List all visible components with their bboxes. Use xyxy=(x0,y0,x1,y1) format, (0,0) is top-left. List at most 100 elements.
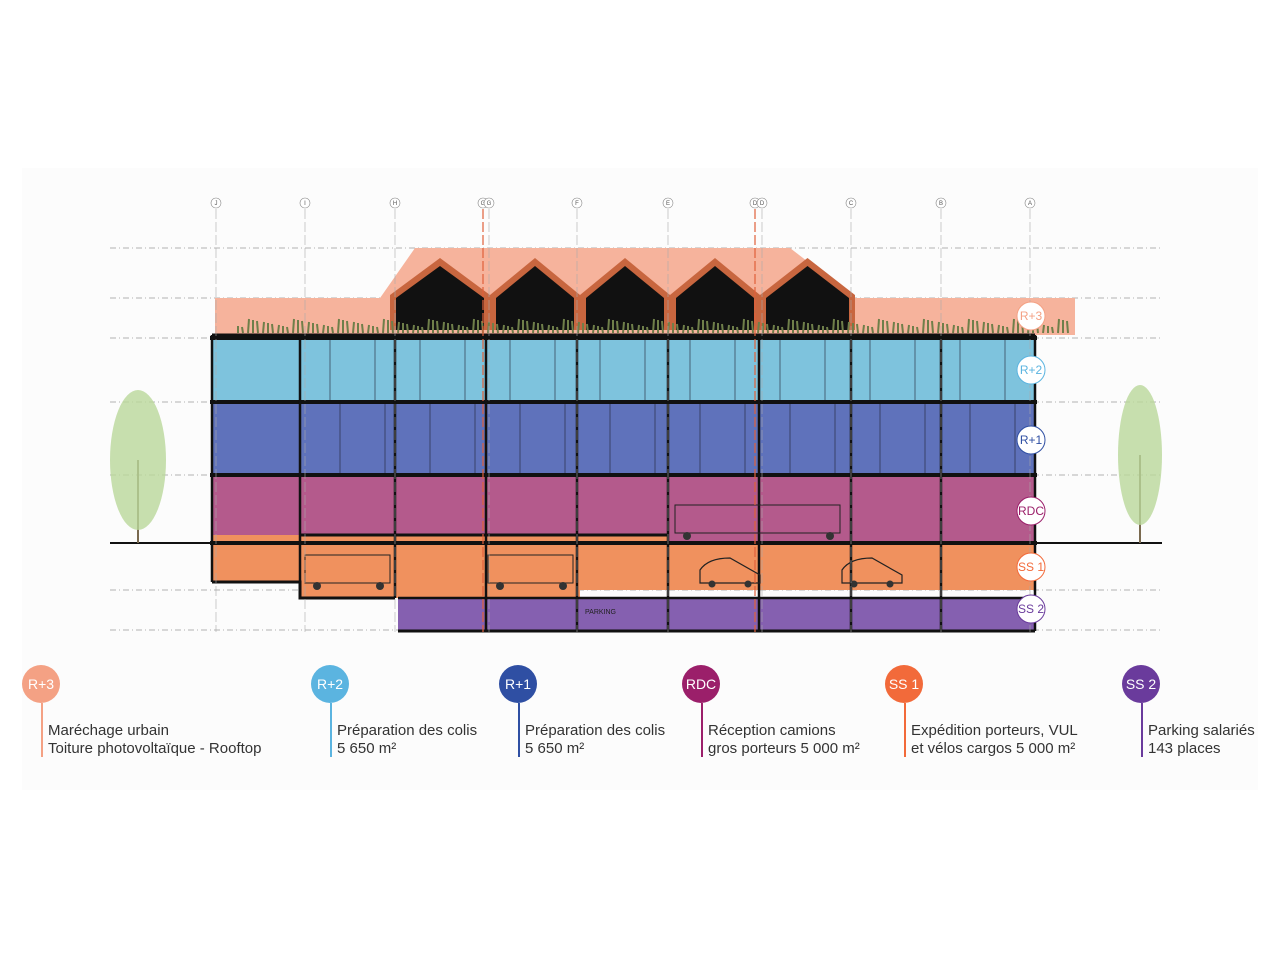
plant xyxy=(787,318,790,334)
legend-connector xyxy=(330,703,332,757)
plant xyxy=(982,321,985,334)
level-marker-label: SS 2 xyxy=(1018,602,1044,616)
plant xyxy=(892,321,895,334)
level-marker xyxy=(1016,552,1046,582)
legend-line-2: 143 places xyxy=(1148,740,1221,757)
gable-interior xyxy=(496,266,574,330)
grid-axis-label: H xyxy=(393,201,397,207)
plant xyxy=(991,323,994,334)
plant xyxy=(526,320,529,334)
grid-axis-label: F xyxy=(575,201,579,207)
plant xyxy=(277,324,280,334)
plant xyxy=(826,326,829,334)
plant xyxy=(517,318,520,334)
gable-interior xyxy=(676,266,754,330)
grid-axis-bubble xyxy=(1024,197,1036,209)
plant xyxy=(592,324,595,334)
slab xyxy=(210,400,1037,404)
legend-line-2: et vélos cargos 5 000 m² xyxy=(911,740,1076,757)
grid-axis-label: G xyxy=(487,201,492,207)
plant xyxy=(496,323,499,334)
plant xyxy=(307,321,310,334)
plant xyxy=(406,323,409,334)
legend-connector xyxy=(41,703,43,757)
plant xyxy=(466,326,469,334)
legend-connector xyxy=(904,703,906,757)
plant xyxy=(802,321,805,334)
gable-interior xyxy=(396,266,484,330)
gable-interior xyxy=(766,266,849,330)
plant xyxy=(652,318,655,334)
grid-axis-label: I xyxy=(304,201,306,207)
plant xyxy=(862,324,865,334)
grid-axis-bubble xyxy=(210,197,222,209)
legend-level-badge: SS 1 xyxy=(885,665,923,703)
plant xyxy=(607,318,610,334)
slab xyxy=(210,541,1037,545)
plant xyxy=(511,326,514,334)
plant xyxy=(646,326,649,334)
grid-axis-bubble xyxy=(662,197,674,209)
plant xyxy=(961,326,964,334)
plant xyxy=(841,320,844,334)
plant xyxy=(382,318,385,334)
plant xyxy=(541,323,544,334)
level-marker xyxy=(1016,355,1046,385)
plant xyxy=(1042,324,1045,334)
truck xyxy=(674,504,841,534)
grid-axis-bubble xyxy=(299,197,311,209)
trees xyxy=(110,385,1162,543)
plant xyxy=(577,321,580,334)
plant xyxy=(922,318,925,334)
plant xyxy=(811,323,814,334)
plant xyxy=(946,323,949,334)
plant xyxy=(901,323,904,334)
plant xyxy=(547,324,550,334)
level-marker xyxy=(1016,594,1046,624)
legend-line-2: 5 650 m² xyxy=(525,740,585,757)
plant xyxy=(421,326,424,334)
plant xyxy=(1051,326,1054,334)
plant xyxy=(286,326,289,334)
plant xyxy=(397,321,400,334)
legend-connector xyxy=(1141,703,1143,757)
plant xyxy=(556,326,559,334)
plant xyxy=(817,324,820,334)
plant xyxy=(847,321,850,334)
plant xyxy=(952,324,955,334)
plant xyxy=(412,324,415,334)
level-marker xyxy=(1016,301,1046,331)
plant xyxy=(601,326,604,334)
plant xyxy=(757,321,760,334)
plant xyxy=(436,320,439,334)
plant xyxy=(1006,326,1009,334)
plant xyxy=(1057,318,1060,334)
grid-axis-bubble xyxy=(571,197,583,209)
plant xyxy=(721,323,724,334)
plant xyxy=(907,324,910,334)
plant xyxy=(937,321,940,334)
plant xyxy=(622,321,625,334)
plant xyxy=(331,326,334,334)
plant xyxy=(997,324,1000,334)
grid-axis-bubble xyxy=(845,197,857,209)
plant xyxy=(361,323,364,334)
plant xyxy=(832,318,835,334)
plant xyxy=(691,326,694,334)
tree-icon xyxy=(110,390,166,530)
plant xyxy=(931,320,934,334)
plant xyxy=(427,318,430,334)
level-marker-label: R+2 xyxy=(1020,363,1043,377)
tree-icon xyxy=(1118,385,1162,525)
plant xyxy=(637,324,640,334)
plant xyxy=(772,324,775,334)
roof-gables xyxy=(390,258,855,330)
floor-rdc xyxy=(212,475,1035,543)
plant xyxy=(262,321,265,334)
plant xyxy=(916,326,919,334)
grid-axis-bubble xyxy=(483,197,495,209)
